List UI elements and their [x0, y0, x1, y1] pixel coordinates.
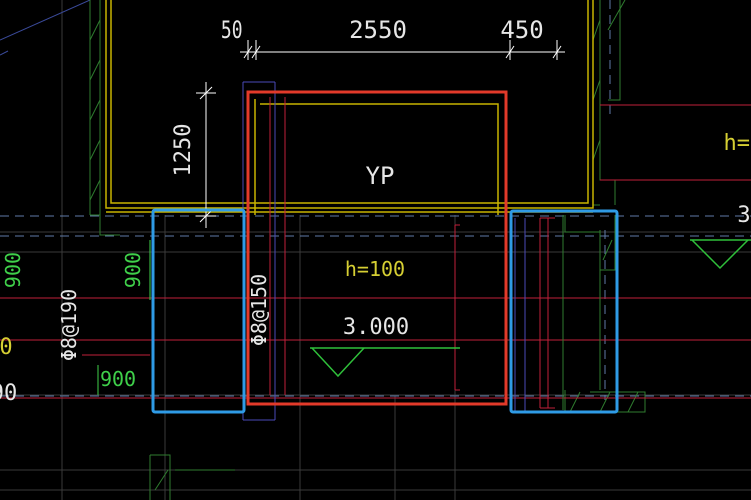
left-wall-hatch [89, 0, 101, 216]
dim-900-vertical-b: 900 [1, 252, 25, 288]
diagonal-lines [0, 0, 91, 56]
component-label: YP [366, 162, 395, 190]
right-elevation-marker-icon [690, 239, 751, 270]
edge-fragment-90: 90 [0, 381, 17, 406]
rebar-ticks [455, 217, 555, 409]
rebar-left-label: Φ8@190 [57, 289, 81, 361]
dim-right-offset: 450 [500, 16, 543, 44]
rebar-lines [0, 97, 751, 408]
yp-highlight-box[interactable] [246, 90, 508, 406]
dim-900-brackets [97, 240, 151, 395]
left-column-highlight-box[interactable] [151, 208, 246, 414]
edge-fragment-0: 0 [0, 335, 13, 360]
right-3-label: 3 [737, 203, 750, 228]
right-h-label: h= [724, 131, 751, 156]
dim-900-vertical-a: 900 [121, 252, 145, 288]
dim-left-offset: 50 [221, 17, 243, 45]
rebar-center-label: Φ8@150 [247, 274, 271, 346]
elevation-offset-label: h=100 [345, 257, 405, 281]
dim-height: 1250 [171, 124, 196, 177]
top-dimension-line [240, 40, 565, 60]
dim-width: 2550 [349, 16, 407, 44]
right-column-highlight-box[interactable] [509, 209, 619, 414]
left-green-notches [99, 215, 235, 500]
green-offsets [562, 215, 601, 410]
elevation-value-label: 3.000 [343, 315, 409, 340]
elevation-marker-icon [310, 347, 460, 378]
dim-900-horizontal: 900 [100, 367, 136, 391]
vertical-dimension-line [196, 82, 216, 228]
